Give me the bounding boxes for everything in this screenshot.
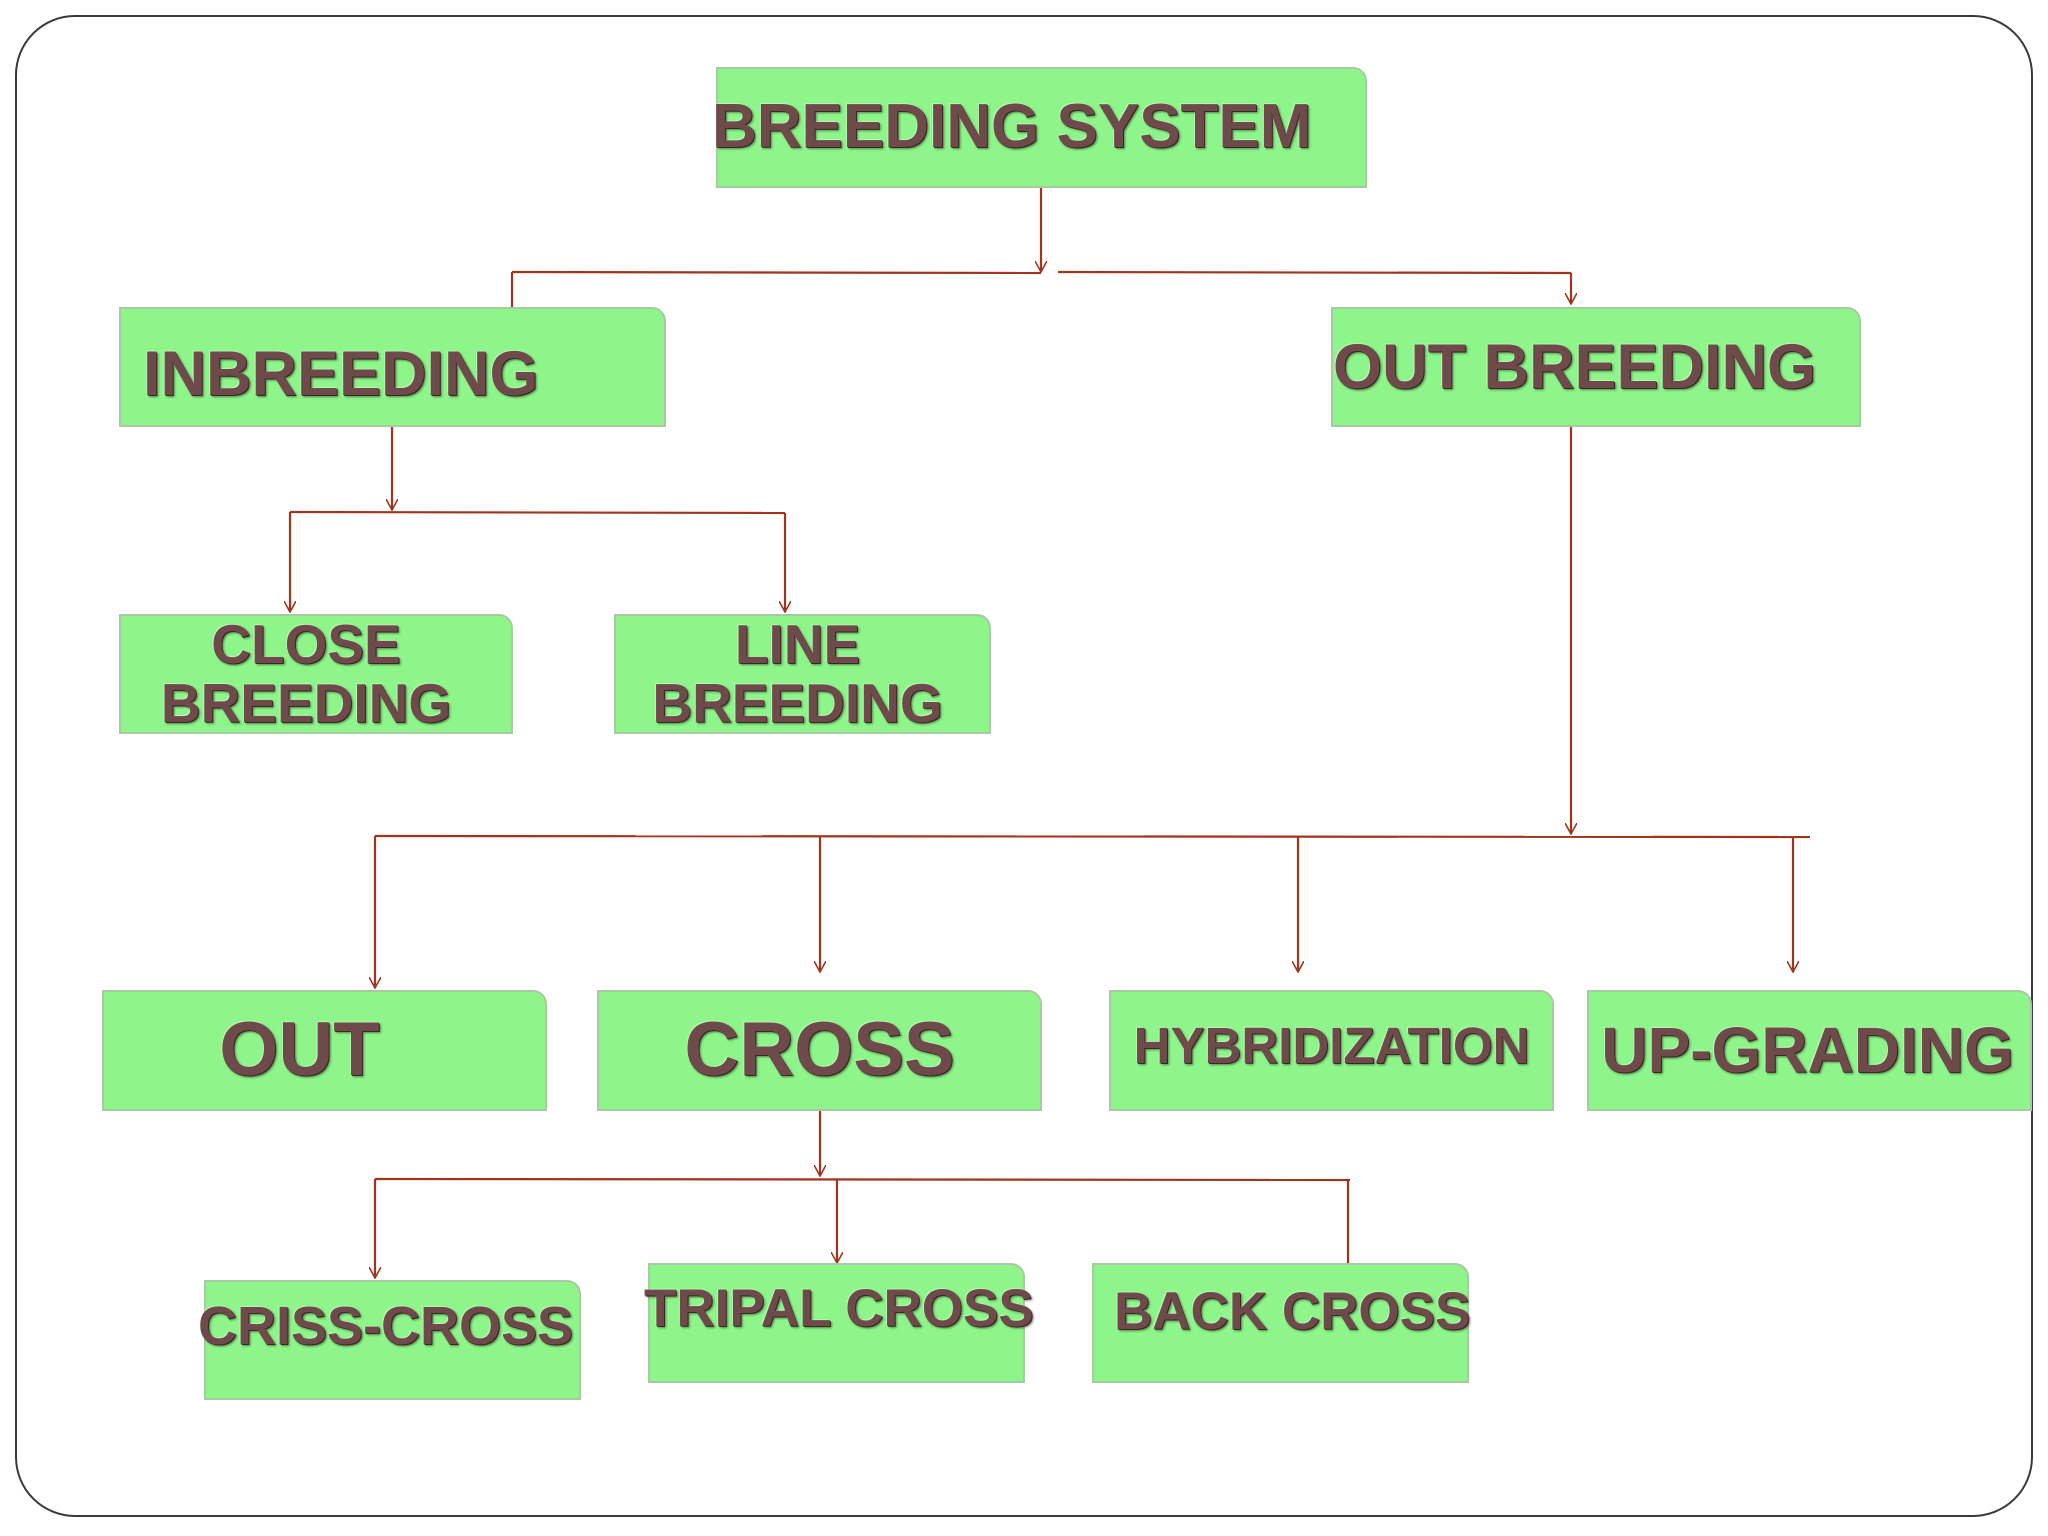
node-up-grading: UP-GRADING: [1587, 990, 2032, 1111]
node-label: INBREEDING: [143, 338, 539, 409]
node-out-breeding: OUT BREEDING: [1331, 307, 1861, 427]
node-tripal-cross: TRIPAL CROSS: [644, 1263, 1034, 1383]
node-cross: CROSS: [597, 990, 1042, 1111]
node-inbreeding: INBREEDING: [119, 307, 666, 427]
node-criss-cross: CRISS-CROSS: [198, 1280, 581, 1400]
node-label: OUT BREEDING: [1333, 331, 1817, 402]
node-label: UP-GRADING: [1601, 1013, 2014, 1086]
edge-out-breeding-bus: [374, 834, 1811, 839]
node-label: CRISS-CROSS: [197, 1295, 574, 1356]
edge-inbreeding-bus: [289, 510, 786, 515]
node-breeding-system: BREEDING SYSTEM: [712, 67, 1367, 188]
node-label: OUT: [219, 1007, 380, 1093]
edge-root-bus-right: [1057, 270, 1572, 275]
node-out: OUT: [102, 990, 547, 1111]
edge-cross-bus: [374, 1177, 1351, 1182]
node-close-breeding: CLOSE BREEDING: [119, 614, 513, 734]
node-back-cross: BACK CROSS: [1092, 1263, 1471, 1383]
node-label: TRIPAL CROSS: [644, 1279, 1034, 1339]
edge-root-bus-left: [511, 270, 1042, 275]
node-label: LINE BREEDING: [652, 612, 943, 734]
slide-frame: [15, 15, 2033, 1517]
node-label: BACK CROSS: [1114, 1282, 1471, 1342]
node-label: CROSS: [684, 1007, 955, 1093]
node-label: BREEDING SYSTEM: [712, 92, 1312, 162]
node-hybridization: HYBRIDIZATION: [1109, 990, 1554, 1111]
node-label: HYBRIDIZATION: [1133, 1016, 1530, 1074]
node-line-breeding: LINE BREEDING: [614, 614, 991, 734]
node-label: CLOSE BREEDING: [160, 612, 452, 734]
